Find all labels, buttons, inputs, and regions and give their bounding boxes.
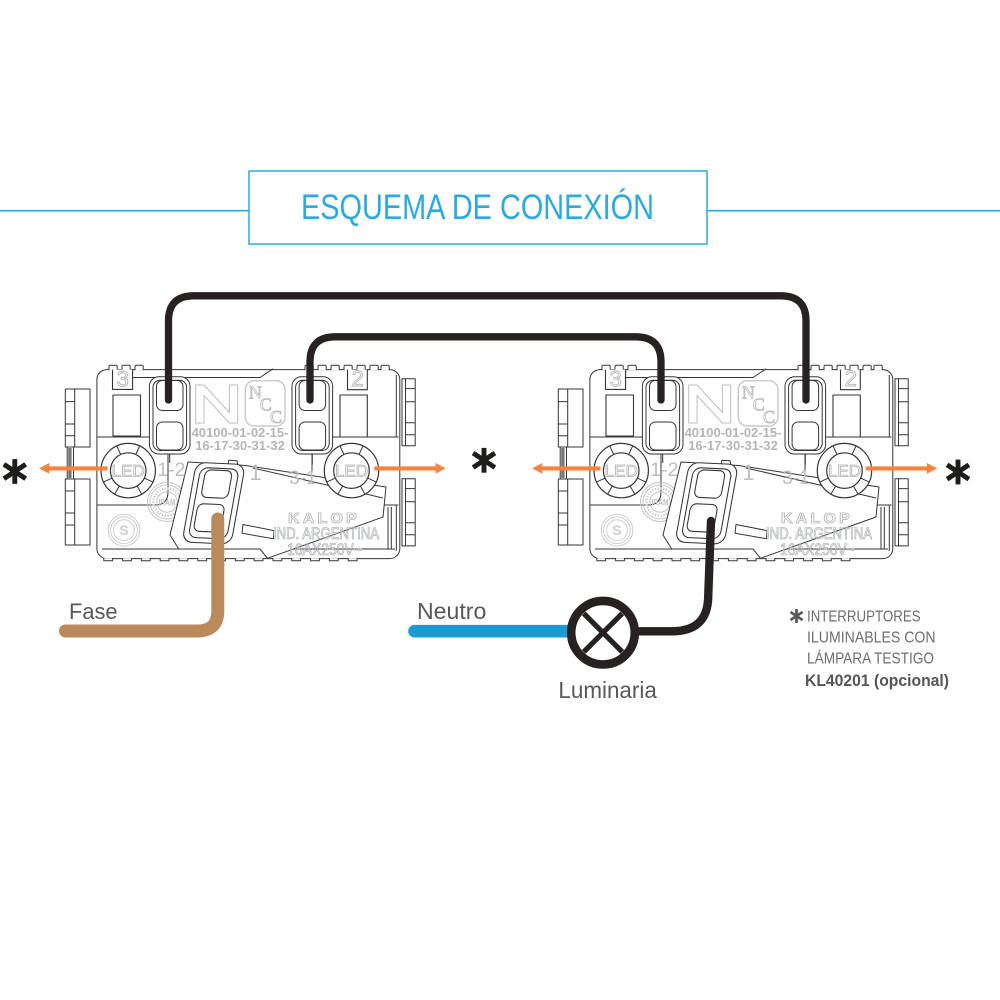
svg-text:INTERRUPTORES: INTERRUPTORES [807, 609, 921, 626]
svg-text:ILUMINABLES CON: ILUMINABLES CON [807, 630, 936, 647]
svg-text:LÁMPARA TESTIGO: LÁMPARA TESTIGO [807, 649, 934, 668]
svg-text:ESQUEMA DE CONEXIÓN: ESQUEMA DE CONEXIÓN [301, 188, 654, 227]
svg-text:Luminaria: Luminaria [558, 677, 657, 703]
svg-text:Fase: Fase [69, 599, 118, 624]
svg-text:KL40201 (opcional): KL40201 (opcional) [805, 671, 949, 690]
svg-text:Neutro: Neutro [417, 598, 486, 624]
